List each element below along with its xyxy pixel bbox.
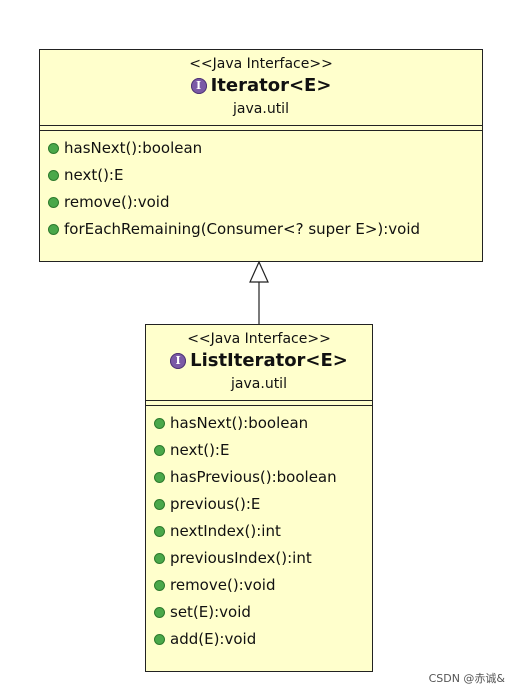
method-item: previousIndex():int (154, 545, 372, 572)
public-method-icon (154, 418, 165, 429)
listiterator-separator (146, 400, 372, 406)
listiterator-interface-box: <<Java Interface>> I ListIterator<E> jav… (145, 324, 373, 672)
method-item: set(E):void (154, 599, 372, 626)
iterator-header: <<Java Interface>> I Iterator<E> java.ut… (40, 50, 482, 120)
method-item: hasNext():boolean (154, 410, 372, 437)
public-method-icon (48, 224, 59, 235)
iterator-interface-box: <<Java Interface>> I Iterator<E> java.ut… (39, 49, 483, 262)
iterator-separator (40, 125, 482, 131)
public-method-icon (154, 526, 165, 537)
public-method-icon (154, 580, 165, 591)
method-item: next():E (154, 437, 372, 464)
public-method-icon (48, 170, 59, 181)
method-item: add(E):void (154, 626, 372, 653)
public-method-icon (154, 634, 165, 645)
method-item: hasPrevious():boolean (154, 464, 372, 491)
listiterator-stereotype: <<Java Interface>> (187, 331, 331, 347)
iterator-title: I Iterator<E> (190, 74, 332, 98)
iterator-stereotype: <<Java Interface>> (189, 56, 333, 72)
interface-icon: I (170, 353, 187, 369)
listiterator-package: java.util (231, 376, 287, 392)
listiterator-name: ListIterator<E> (190, 350, 348, 371)
listiterator-title: I ListIterator<E> (170, 349, 348, 373)
iterator-method-list: hasNext():boolean next():E remove():void… (40, 131, 482, 243)
watermark: CSDN @赤诚& (428, 672, 505, 685)
public-method-icon (154, 472, 165, 483)
iterator-package: java.util (233, 101, 289, 117)
public-method-icon (154, 607, 165, 618)
public-method-icon (48, 197, 59, 208)
public-method-icon (154, 499, 165, 510)
method-item: nextIndex():int (154, 518, 372, 545)
public-method-icon (48, 143, 59, 154)
public-method-icon (154, 553, 165, 564)
method-item: next():E (48, 162, 482, 189)
listiterator-method-list: hasNext():boolean next():E hasPrevious()… (146, 406, 372, 653)
method-item: remove():void (154, 572, 372, 599)
method-item: remove():void (48, 189, 482, 216)
listiterator-header: <<Java Interface>> I ListIterator<E> jav… (146, 325, 372, 395)
iterator-name: Iterator<E> (210, 75, 332, 96)
method-item: previous():E (154, 491, 372, 518)
method-item: hasNext():boolean (48, 135, 482, 162)
public-method-icon (154, 445, 165, 456)
method-item: forEachRemaining(Consumer<? super E>):vo… (48, 216, 482, 243)
interface-icon: I (190, 78, 207, 94)
